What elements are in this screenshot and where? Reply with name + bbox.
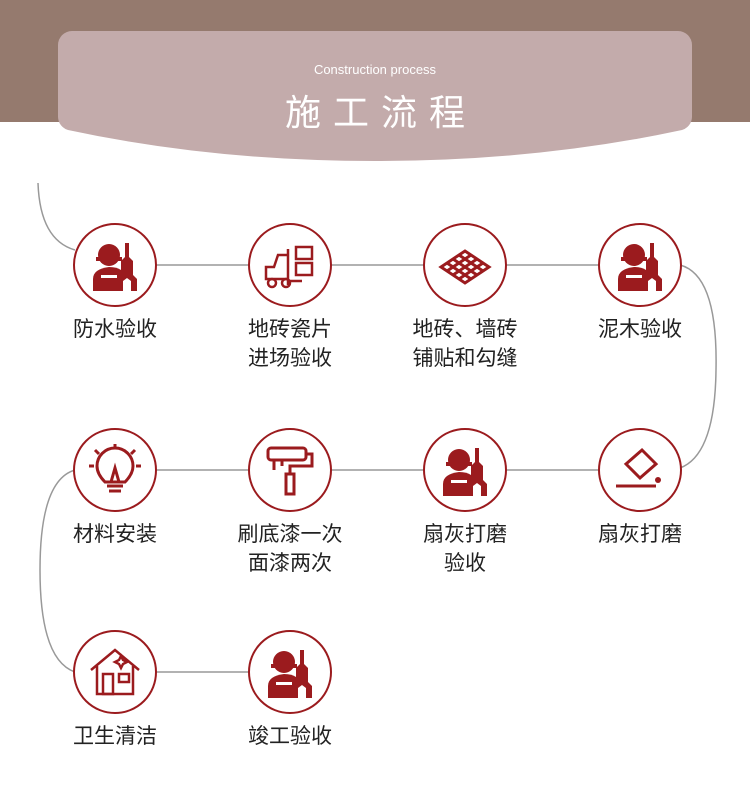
step-label-line: 竣工验收 [248, 724, 332, 748]
step-label-line: 刷底漆一次 [237, 522, 343, 546]
step-label-line: 扇灰打磨 [423, 522, 507, 546]
step-4-label: 泥木验收 [560, 315, 720, 344]
worker-wrench-icon [93, 243, 137, 291]
step-label-line: 铺贴和勾缝 [412, 346, 518, 370]
step-label-line: 验收 [444, 551, 486, 575]
step-4-circle [598, 223, 682, 307]
step-9-label: 卫生清洁 [35, 722, 195, 751]
paint-roller-icon [266, 446, 314, 496]
worker-wrench-icon [268, 650, 312, 698]
step-label-line: 进场验收 [248, 346, 332, 370]
forklift-icon [264, 245, 314, 289]
step-label-line: 地砖瓷片 [248, 317, 332, 341]
step-label-line: 防水验收 [73, 317, 157, 341]
step-label-line: 地砖、墙砖 [412, 317, 518, 341]
step-2-label: 地砖瓷片进场验收 [210, 315, 370, 373]
step-3-label: 地砖、墙砖铺贴和勾缝 [385, 315, 545, 373]
step-label-line: 面漆两次 [248, 551, 332, 575]
step-5-label: 扇灰打磨 [560, 520, 720, 549]
step-6-circle [423, 428, 507, 512]
step-7-circle [248, 428, 332, 512]
header-banner [58, 31, 692, 161]
step-label-line: 材料安装 [73, 522, 157, 546]
step-7-label: 刷底漆一次面漆两次 [210, 520, 370, 578]
tile-grid-icon [438, 249, 492, 285]
step-8-label: 材料安装 [35, 520, 195, 549]
clean-house-icon [90, 648, 140, 696]
paint-bucket-icon [616, 447, 661, 488]
step-9-circle [73, 630, 157, 714]
step-1-label: 防水验收 [35, 315, 195, 344]
step-2-circle [248, 223, 332, 307]
page-title: 施工流程 [284, 93, 477, 134]
step-8-circle [73, 428, 157, 512]
step-3-circle [423, 223, 507, 307]
step-10-circle [248, 630, 332, 714]
step-label-line: 卫生清洁 [73, 724, 157, 748]
step-10-label: 竣工验收 [210, 722, 370, 751]
worker-wrench-icon [618, 243, 662, 291]
header-subtitle: Construction process [313, 62, 437, 77]
step-label-line: 扇灰打磨 [598, 522, 682, 546]
step-5-circle [598, 428, 682, 512]
step-label-line: 泥木验收 [598, 317, 682, 341]
worker-wrench-icon [443, 448, 487, 496]
step-6-label: 扇灰打磨验收 [385, 520, 545, 578]
step-1-circle [73, 223, 157, 307]
light-bulb-icon [89, 444, 141, 493]
